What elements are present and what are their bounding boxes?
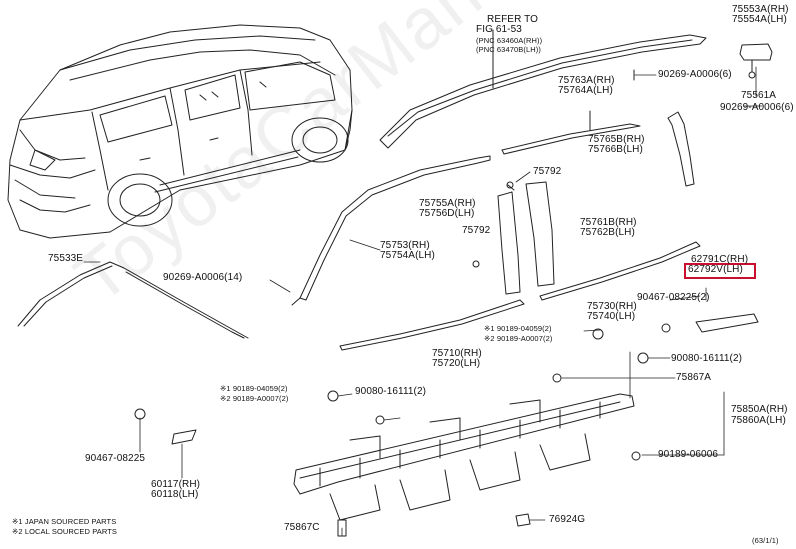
part-75761b-label[interactable]: 75761B(RH) (580, 217, 637, 228)
part-62792v-label[interactable]: 62792V(LH) (688, 264, 743, 275)
part-75766b-label[interactable]: 75766B(LH) (588, 144, 643, 155)
part-90467-08225-label[interactable]: 90467-08225 (85, 453, 146, 464)
part-75730-label[interactable]: 75730(RH) (587, 301, 637, 312)
rocker-panel-drawing (293, 393, 635, 521)
part-75554a-label[interactable]: 75554A(LH) (732, 14, 787, 25)
part-75867c-label[interactable]: 75867C (284, 522, 320, 533)
note-japan-sourced: ※1 JAPAN SOURCED PARTS (12, 517, 117, 526)
part-75763a-label[interactable]: 75763A(RH) (558, 75, 615, 86)
part-75561a-label[interactable]: 75561A (741, 90, 777, 101)
refer-fig-label[interactable]: FIG 61-53 (476, 24, 522, 35)
refer-pnc-rh-label: (PNC 63460A(RH)) (476, 36, 543, 45)
part-75762b-label[interactable]: 75762B(LH) (580, 227, 635, 238)
windshield-moulding-drawing (17, 261, 249, 339)
part-75792-lower-label[interactable]: 75792 (462, 225, 491, 236)
part-90467-08225-2-label[interactable]: 90467-08225(2) (637, 292, 710, 303)
part-60118-label[interactable]: 60118(LH) (151, 489, 199, 500)
part-75765b-label[interactable]: 75765B(RH) (588, 134, 645, 145)
part-75850a-label[interactable]: 75850A(RH) (731, 404, 788, 415)
part-75756d-label[interactable]: 75756D(LH) (419, 208, 475, 219)
rear-garnish-drawing (633, 69, 695, 187)
part-90189-06006-label[interactable]: 90189-06006 (658, 449, 719, 460)
part-62791c-label[interactable]: 62791C(RH) (691, 254, 749, 265)
upper-moulding-drawing (501, 110, 641, 155)
highlight-box (684, 263, 756, 279)
part-75764a-label[interactable]: 75764A(LH) (558, 85, 613, 96)
part-76924g-label[interactable]: 76924G (549, 514, 586, 525)
clips-drawing (134, 328, 649, 537)
part-75740-label[interactable]: 75740(LH) (587, 311, 636, 322)
part-90189-04059-a-label[interactable]: ※1 90189-04059(2) (484, 324, 552, 333)
part-90080-16111-b-label[interactable]: 90080-16111(2) (355, 386, 427, 397)
part-75710-label[interactable]: 75710(RH) (432, 348, 482, 359)
roof-rail-drawing (379, 29, 707, 149)
part-90269-a0006-14-label[interactable]: 90269-A0006(14) (163, 272, 243, 283)
front-belt-moulding-drawing (339, 299, 525, 351)
part-75720-label[interactable]: 75720(LH) (432, 358, 481, 369)
part-75867a-label[interactable]: 75867A (676, 372, 712, 383)
front-door-frame-drawing (291, 155, 491, 306)
refer-label[interactable]: REFER TO (487, 14, 538, 25)
part-90269-a0006-6-label[interactable]: 90269-A0006(6) (658, 69, 732, 80)
end-cap-drawing (739, 43, 773, 79)
part-75533e-label[interactable]: 75533E (48, 253, 84, 264)
leader-lines (83, 66, 763, 537)
refer-pnc-lh-label: (PNC 63470B(LH)) (476, 45, 541, 54)
note-local-sourced: ※2 LOCAL SOURCED PARTS (12, 527, 118, 536)
part-75753-label[interactable]: 75753(RH) (380, 240, 430, 251)
part-90189-a0007-a-label[interactable]: ※2 90189-A0007(2) (484, 334, 553, 343)
part-75755a-label[interactable]: 75755A(RH) (419, 198, 476, 209)
vehicle-illustration (7, 24, 353, 239)
part-75553a-label[interactable]: 75553A(RH) (732, 4, 789, 15)
part-90189-a0007-b-label[interactable]: ※2 90189-A0007(2) (220, 394, 289, 403)
page-reference: (63/1/1) (752, 536, 779, 545)
part-90189-04059-b-label[interactable]: ※1 90189-04059(2) (220, 384, 288, 393)
part-75860a-label[interactable]: 75860A(LH) (731, 415, 786, 426)
part-90269-a0006-6b-label[interactable]: 90269-A0006(6) (720, 102, 794, 113)
side-garnish-drawing (661, 313, 759, 333)
part-90080-16111-a-label[interactable]: 90080-16111(2) (671, 353, 743, 364)
part-60117-label[interactable]: 60117(RH) (151, 479, 201, 490)
part-75792-upper-label[interactable]: 75792 (533, 166, 562, 177)
rear-belt-moulding-drawing (539, 241, 701, 301)
part-75754a-label[interactable]: 75754A(LH) (380, 250, 435, 261)
pillar-garnish-drawing (472, 181, 555, 295)
